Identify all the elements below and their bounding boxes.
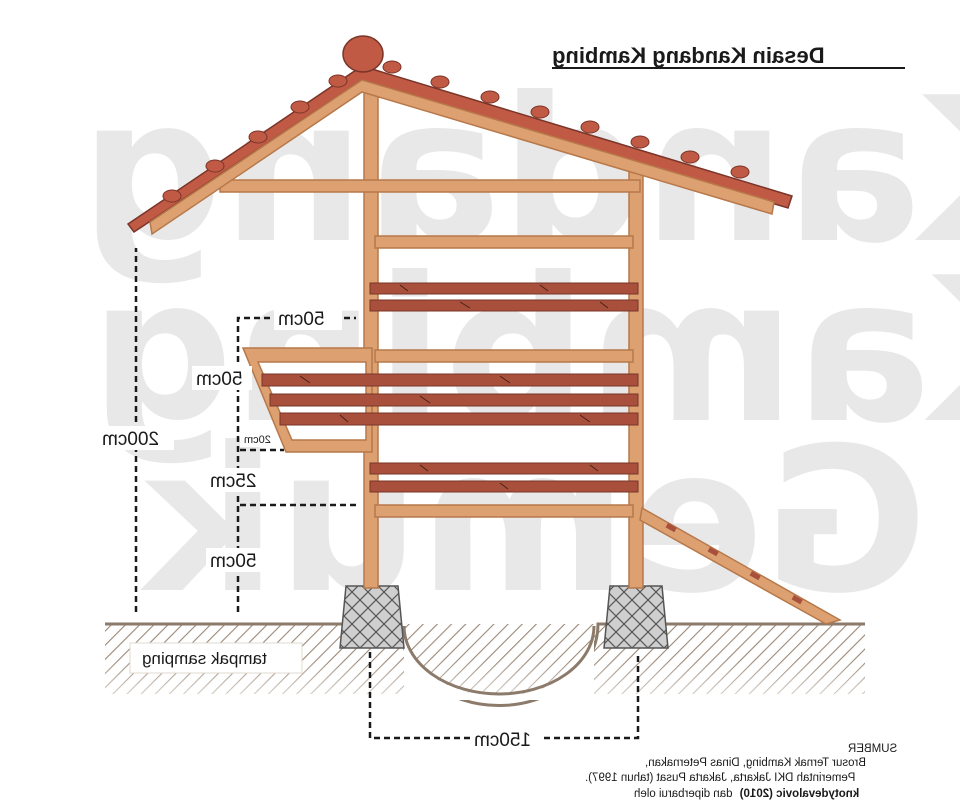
dim-floor-height: 50cm	[210, 551, 256, 572]
source-heading: SUMBER	[848, 743, 897, 755]
floor-slat	[369, 462, 639, 475]
dim-feeder-height: 50cm	[196, 369, 242, 390]
source-line-1: Brosur Ternak Kambing, Dinas Peternakan,	[645, 757, 866, 769]
ramp-cleats	[665, 522, 803, 605]
dim-total-height: 200cm	[102, 429, 159, 450]
roof	[126, 35, 793, 236]
dim-gap-below-feeder: 25cm	[210, 471, 256, 492]
dim-pillar-span: 150cm	[474, 730, 531, 751]
dimension-labels: 50cm 50cm 20cm 25cm 50cm 200cm 150cm	[98, 306, 540, 751]
foundation	[339, 585, 669, 649]
dim-feeder-bottom: 20cm	[244, 434, 271, 446]
source-line-3-prefix: dan diperbarui oleh	[634, 788, 732, 800]
feeder-slat	[279, 412, 639, 426]
slat-grain	[299, 284, 609, 490]
rail-3	[374, 504, 634, 518]
feeder-slat	[261, 373, 639, 387]
title-block: Desain Kandang Kambing	[552, 43, 905, 69]
view-label: tampak samping	[129, 642, 303, 674]
svg-text:knotydevalovic (2010) da: knotydevalovic (2010) dan diperbarui ole…	[634, 788, 859, 800]
roof-rafter	[149, 79, 775, 236]
wall-slat	[369, 282, 639, 295]
ramp	[639, 506, 842, 625]
ridge-cap	[342, 35, 384, 73]
page-title: Desain Kandang Kambing	[552, 43, 825, 68]
tie-beam	[219, 179, 641, 193]
view-label-text: tampak samping	[142, 649, 267, 668]
rail-2	[374, 349, 634, 363]
feeder-slat	[269, 393, 639, 407]
source-line-3-bold: knotydevalovic (2010)	[740, 788, 860, 800]
source-block: SUMBER Brosur Ternak Kambing, Dinas Pete…	[585, 743, 897, 800]
dim-feeder-width: 50cm	[278, 309, 324, 330]
source-line-2: Pemerintah DKI Jakarta, Jakarta Pusat (t…	[585, 772, 855, 784]
rail-1	[374, 235, 634, 249]
wall-slat	[369, 299, 639, 312]
